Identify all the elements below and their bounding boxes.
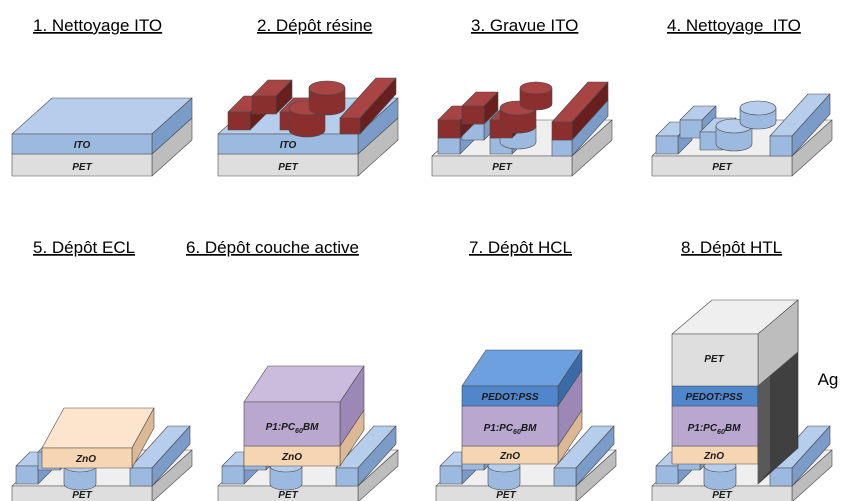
step-3-illustration: PET (431, 81, 613, 177)
pet-label: PET (278, 162, 298, 173)
ito-bar-right (769, 93, 831, 157)
resin-bar-right (551, 81, 609, 141)
resin-bar-right (339, 77, 397, 135)
resin-pad-left-back (461, 91, 499, 125)
active-layer (243, 365, 365, 447)
ito-disc-back (739, 100, 777, 130)
step-6-title: 6. Dépôt couche active (186, 238, 359, 257)
step-4-illustration: PET (651, 93, 833, 177)
step-2-title: 2. Dépôt résine (257, 16, 372, 35)
step-6-illustration: PET ZnO P1:PC60BM (217, 365, 399, 501)
pet-label: PET (278, 490, 298, 501)
pet-label: PET (492, 162, 512, 173)
pet-label: PET (72, 162, 92, 173)
resin-pad-left-back (251, 79, 293, 115)
step-1-title: 1. Nettoyage ITO (33, 16, 162, 35)
ito-bar-right (335, 425, 397, 487)
pet-encapsulation (671, 299, 799, 387)
step-5-illustration: PET ZnO (11, 407, 193, 501)
pedot-layer (461, 349, 583, 407)
zno-label: ZnO (703, 451, 724, 462)
pet-top-label: PET (704, 354, 724, 365)
step-1-illustration: PET ITO (11, 97, 193, 177)
active-layer-label: P1:PC60BM (688, 423, 741, 436)
step-5-title: 5. Dépôt ECL (33, 238, 135, 257)
ito-disc (703, 459, 737, 491)
pet-label: PET (496, 490, 516, 501)
resin-disc-front (288, 100, 326, 138)
active-layer-label: P1:PC60BM (266, 422, 319, 435)
step-8-illustration: PET ZnO P1:PC60BM PEDOT:PSS PET Ag (651, 299, 839, 501)
pet-label: PET (72, 490, 92, 501)
ito-bar-right (129, 425, 191, 487)
step-7-title: 7. Dépôt HCL (469, 238, 572, 257)
ito-bar-right (553, 425, 615, 487)
resin-disc-back (519, 81, 553, 111)
pedot-label: PEDOT:PSS (481, 392, 538, 403)
zno-label: ZnO (499, 451, 520, 462)
pedot-label: PEDOT:PSS (685, 392, 742, 403)
step-7-illustration: PET ZnO P1:PC60BM PEDOT:PSS (435, 349, 617, 501)
ito-disc (487, 459, 521, 491)
pet-label: PET (712, 490, 732, 501)
active-layer-label: P1:PC60BM (484, 423, 537, 436)
zno-label: ZnO (281, 452, 302, 463)
ito-label: ITO (280, 140, 297, 151)
step-4-title: 4. Nettoyage ITO (667, 16, 801, 35)
ito-layer (11, 97, 193, 155)
zno-layer (41, 407, 155, 469)
step-8-title: 8. Dépôt HTL (681, 238, 782, 257)
resin-disc-back (308, 80, 346, 116)
ag-label: Ag (818, 370, 839, 389)
ito-label: ITO (74, 140, 91, 151)
zno-label: ZnO (75, 454, 96, 465)
step-3-title: 3. Gravue ITO (471, 16, 578, 35)
pet-label: PET (712, 162, 732, 173)
step-2-illustration: PET ITO (217, 77, 399, 177)
